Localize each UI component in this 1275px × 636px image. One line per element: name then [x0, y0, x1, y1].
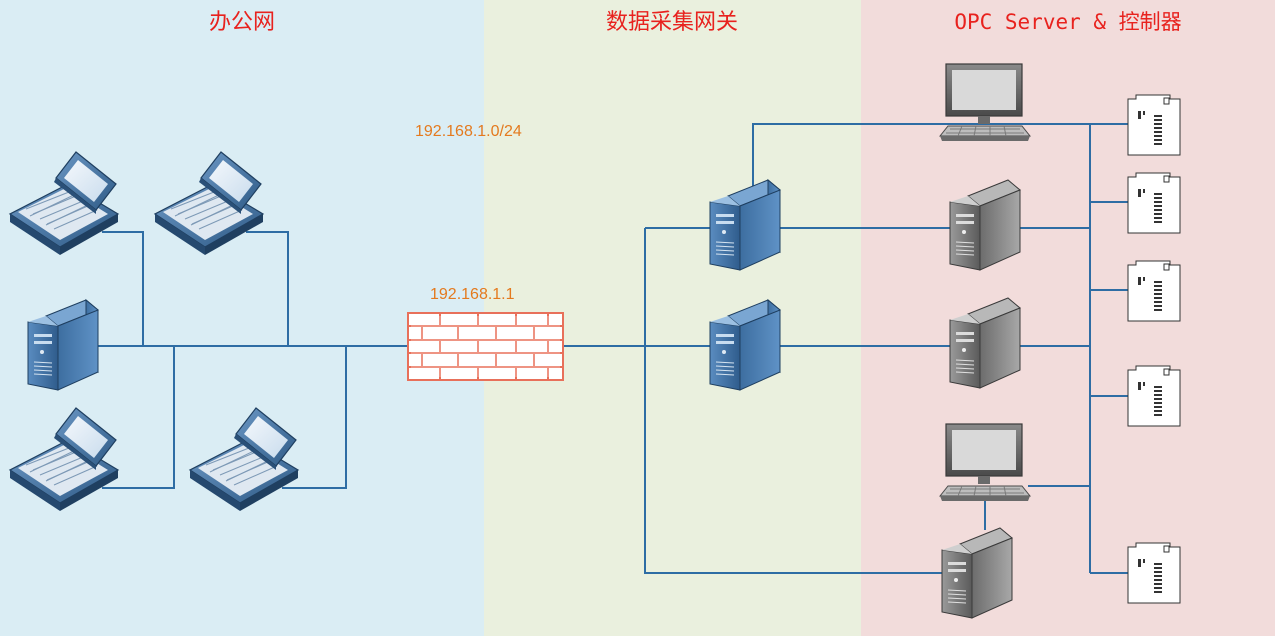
zone-title-gateway: 数据采集网关	[606, 10, 738, 35]
link-laptop-4	[282, 346, 347, 489]
link-gw1-workstation	[752, 123, 1090, 186]
zone-title-opc: OPC Server & 控制器	[954, 10, 1181, 34]
plc-icon	[1127, 365, 1181, 427]
link-laptop-1	[102, 231, 144, 346]
workstation-icon	[939, 63, 1031, 142]
network-links	[95, 123, 1130, 574]
workstation-icon	[939, 423, 1031, 502]
zone-title-office: 办公网	[209, 10, 275, 35]
plc-icon	[1127, 260, 1181, 322]
link-laptop-2	[246, 231, 289, 346]
firewall-icon	[407, 312, 564, 381]
plc-icon	[1127, 94, 1181, 156]
subnet-label: 192.168.1.0/24	[415, 123, 522, 140]
zone-opc	[861, 0, 1275, 636]
link-laptop-3	[102, 346, 175, 489]
firewall-ip-label: 192.168.1.1	[430, 286, 515, 303]
plc-icon	[1127, 542, 1181, 604]
plc-icon	[1127, 172, 1181, 234]
link-gateway-trunk	[644, 228, 945, 574]
